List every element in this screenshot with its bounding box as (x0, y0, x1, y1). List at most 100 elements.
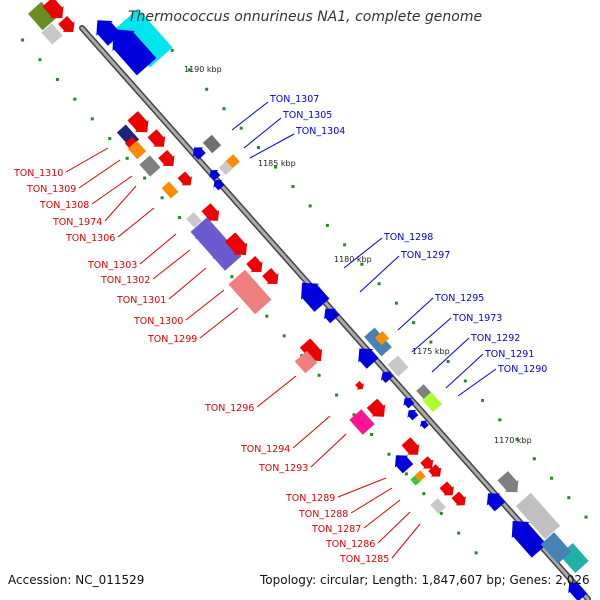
gene-block[interactable] (161, 181, 179, 199)
gene-arrow[interactable] (319, 303, 340, 324)
scale-tick (282, 334, 286, 338)
gene-arrow[interactable] (41, 0, 69, 24)
gene-arrow[interactable] (176, 170, 196, 190)
gene-arrow[interactable] (146, 128, 170, 152)
gene-label[interactable]: TON_1294 (240, 444, 290, 455)
gene-label[interactable]: TON_1973 (452, 313, 502, 324)
gene-label[interactable]: TON_1291 (484, 349, 534, 360)
gene-label[interactable]: TON_1289 (285, 493, 335, 504)
scale-tick (160, 196, 164, 200)
gene-block[interactable] (127, 140, 147, 160)
gene-block[interactable] (387, 355, 409, 377)
gene-label[interactable]: TON_1300 (133, 316, 183, 327)
gene-block[interactable] (349, 409, 375, 435)
gene-label[interactable]: TON_1304 (295, 126, 345, 137)
gene-label[interactable]: TON_1298 (383, 232, 433, 243)
gene-arrow[interactable] (223, 231, 252, 261)
scale-tick (457, 531, 461, 535)
gene-arrow[interactable] (206, 166, 222, 181)
gene-arrow[interactable] (126, 110, 154, 138)
gene-block[interactable] (139, 155, 161, 177)
scale-tick (335, 393, 339, 397)
gene-label[interactable]: TON_1310 (13, 168, 63, 179)
gene-arrow[interactable] (481, 487, 506, 512)
gene-arrow[interactable] (427, 463, 445, 481)
gene-arrow[interactable] (404, 406, 420, 421)
gene-block[interactable] (41, 23, 63, 45)
gene-label[interactable]: TON_1308 (39, 200, 89, 211)
scale-tick (239, 126, 243, 130)
gene-label[interactable]: TON_1309 (26, 184, 76, 195)
gene-arrow[interactable] (377, 368, 394, 385)
gene-block[interactable] (218, 160, 234, 176)
gene-arrow[interactable] (210, 176, 226, 191)
gene-arrow[interactable] (57, 15, 80, 38)
gene-arrow[interactable] (563, 577, 588, 600)
gene-arrow[interactable] (438, 480, 458, 500)
gene-block[interactable] (374, 330, 390, 346)
scale-tick (38, 58, 42, 62)
gene-arrow[interactable] (450, 490, 470, 510)
scale-tick (446, 360, 450, 364)
gene-block[interactable] (364, 327, 392, 357)
gene-block[interactable] (294, 350, 318, 374)
gene-arrow[interactable] (89, 13, 123, 47)
gene-label[interactable]: TON_1288 (298, 509, 348, 520)
gene-block[interactable] (430, 498, 446, 514)
gene-arrow[interactable] (418, 418, 431, 431)
gene-arrow[interactable] (365, 397, 390, 422)
gene-label[interactable]: TON_1301 (116, 295, 166, 306)
scale-label-1170: 1170 kbp (494, 436, 532, 445)
gene-block[interactable] (186, 212, 202, 228)
gene-arrow[interactable] (298, 337, 327, 367)
gene-arrow[interactable] (293, 275, 331, 313)
gene-label[interactable]: TON_1292 (470, 333, 520, 344)
gene-arrow[interactable] (400, 436, 424, 460)
gene-label[interactable]: TON_1307 (269, 94, 319, 105)
gene-block[interactable] (27, 1, 57, 31)
gene-label[interactable]: TON_1287 (311, 524, 361, 535)
gene-label[interactable]: TON_1295 (434, 293, 484, 304)
gene-block[interactable] (422, 392, 442, 412)
gene-arrow[interactable] (400, 394, 416, 409)
gene-arrow[interactable] (157, 149, 180, 172)
gene-block[interactable] (515, 492, 561, 540)
gene-label[interactable]: TON_1303 (87, 260, 137, 271)
gene-block[interactable] (190, 217, 242, 271)
gene-label[interactable]: TON_1296 (204, 403, 254, 414)
scale-tick (317, 373, 321, 377)
gene-block[interactable] (540, 532, 572, 564)
gene-label[interactable]: TON_1306 (65, 233, 115, 244)
scale-tick (498, 418, 502, 422)
scale-tick (73, 97, 77, 101)
gene-arrow[interactable] (261, 267, 284, 290)
gene-label[interactable]: TON_1299 (147, 334, 197, 345)
gene-label[interactable]: TON_1305 (282, 110, 332, 121)
gene-label[interactable]: TON_1302 (100, 275, 150, 286)
gene-arrow[interactable] (504, 513, 548, 559)
gene-label[interactable]: TON_1290 (497, 364, 547, 375)
gene-block[interactable] (228, 269, 272, 315)
gene-label[interactable]: TON_1974 (52, 217, 102, 228)
gene-arrow[interactable] (496, 470, 524, 498)
gene-block[interactable] (115, 8, 173, 68)
gene-block[interactable] (202, 134, 222, 154)
scale-tick (274, 165, 278, 169)
scale-tick (291, 184, 295, 188)
gene-label[interactable]: TON_1285 (339, 554, 389, 565)
gene-arrow[interactable] (389, 449, 414, 474)
gene-arrow[interactable] (352, 342, 380, 370)
scale-tick (256, 146, 260, 150)
gene-label[interactable]: TON_1297 (400, 250, 450, 261)
gene-arrow[interactable] (102, 19, 158, 76)
gene-arrow[interactable] (419, 455, 437, 473)
gene-arrow[interactable] (354, 380, 367, 393)
scale-tick (481, 398, 485, 402)
gene-arrow[interactable] (200, 202, 224, 226)
gene-arrow[interactable] (189, 143, 207, 161)
gene-label[interactable]: TON_1286 (325, 539, 375, 550)
gene-arrow[interactable] (245, 255, 268, 278)
gene-label[interactable]: TON_1293 (258, 463, 308, 474)
gene-block[interactable] (414, 470, 426, 482)
